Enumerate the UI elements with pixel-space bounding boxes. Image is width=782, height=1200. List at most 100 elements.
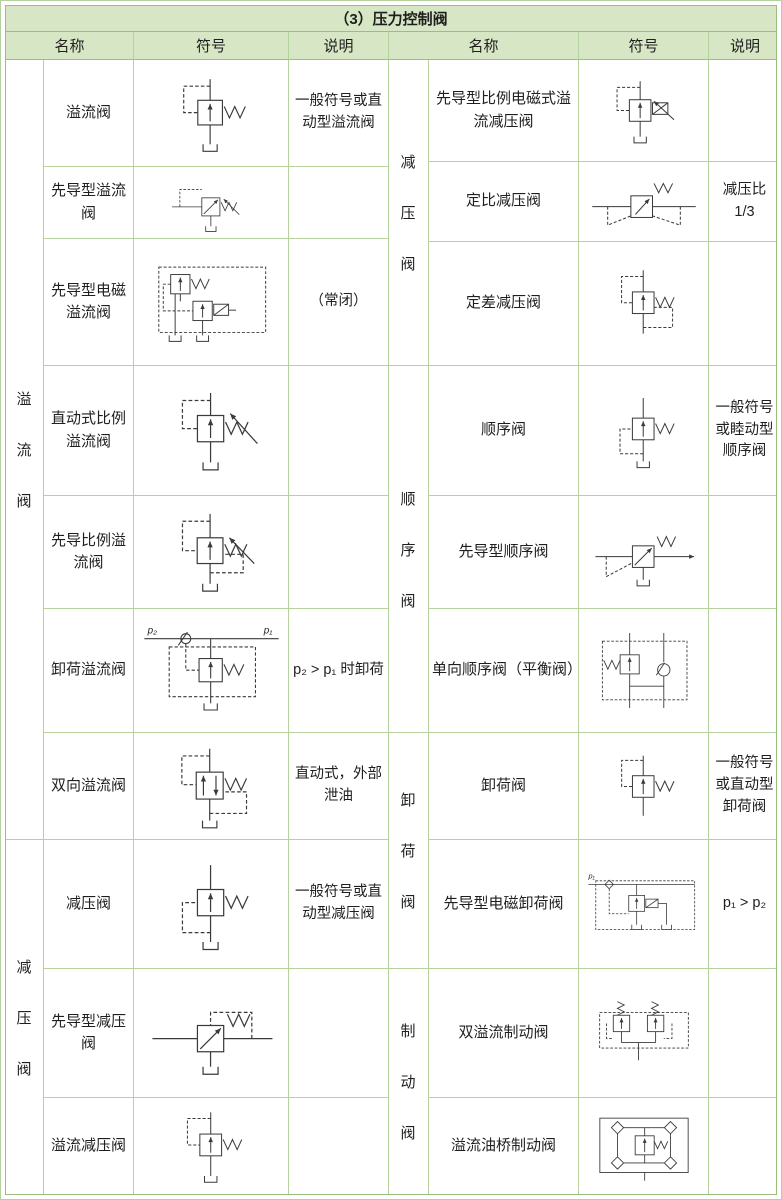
symbol-cell (134, 840, 289, 969)
category-char: 制 (400, 1023, 417, 1040)
valve-name: 双向溢流阀 (44, 733, 134, 840)
category-char: 卸 (400, 792, 417, 809)
category-cell-left-0: 溢流阀 (6, 60, 44, 840)
category-cell-left-1: 减压阀 (6, 840, 44, 1194)
symbol-cell (579, 1098, 709, 1194)
valve-desc: 一般符号或直动型减压阀 (289, 840, 389, 969)
svg-text:p₁: p₁ (262, 625, 272, 636)
reducing-pilot-icon (151, 1011, 272, 1075)
category-char: 荷 (400, 843, 417, 860)
symbol-cell (579, 162, 709, 242)
header-desc-left: 说明 (289, 32, 389, 60)
valve-name: 先导型比例电磁式溢流减压阀 (429, 60, 579, 162)
symbol-cell (134, 167, 289, 239)
category-cell-right-0: 减压阀 (389, 60, 429, 366)
valve-name: 定差减压阀 (429, 242, 579, 366)
relief-reducing-icon (186, 1111, 242, 1183)
relief-solenoid-icon (157, 266, 266, 342)
symbol-cell (579, 60, 709, 162)
valve-name: 先导型电磁溢流阀 (44, 239, 134, 366)
valve-desc: （常闭） (289, 239, 389, 366)
fixed-differential-reducing-icon (620, 270, 675, 334)
category-char: 减 (400, 154, 417, 171)
relief-proportional-pilot-icon (181, 513, 255, 592)
category-char: 阀 (400, 894, 417, 911)
valve-name: 卸荷溢流阀 (44, 609, 134, 733)
unloading-direct-icon (620, 755, 674, 816)
category-char: 动 (400, 1074, 417, 1091)
symbol-cell (134, 1098, 289, 1194)
symbol-cell: p₂ p₁ (134, 609, 289, 733)
category-cell-right-2: 卸荷阀 (389, 733, 429, 969)
category-char: 减 (16, 958, 33, 976)
fixed-ratio-reducing-icon (591, 181, 696, 226)
valve-name: 溢流减压阀 (44, 1098, 134, 1194)
sequence-direct-icon (619, 398, 675, 469)
valve-desc: 一般符号或直动型卸荷阀 (709, 733, 776, 840)
valve-name: 定比减压阀 (429, 162, 579, 242)
valve-desc (289, 366, 389, 496)
category-cell-right-1: 顺序阀 (389, 366, 429, 733)
reducing-direct-icon (181, 864, 249, 950)
relief-proportional-direct-icon (181, 393, 258, 471)
valve-desc (289, 969, 389, 1098)
header-symbol-right: 符号 (579, 32, 709, 60)
table-header: 名称 符号 说明 名称 符号 说明 (6, 32, 776, 60)
valve-desc (709, 242, 776, 366)
valve-name: 顺序阀 (429, 366, 579, 496)
valve-name: 卸荷阀 (429, 733, 579, 840)
one-way-sequence-icon (601, 632, 687, 709)
symbol-cell (134, 60, 289, 167)
valve-name: 溢流油桥制动阀 (429, 1098, 579, 1194)
svg-text:p₂: p₂ (146, 625, 157, 636)
symbol-cell (579, 242, 709, 366)
symbol-cell (579, 366, 709, 496)
symbol-cell (579, 969, 709, 1098)
svg-text:p₁: p₁ (587, 871, 595, 880)
valve-desc (709, 496, 776, 609)
category-char: 阀 (400, 592, 417, 610)
category-char: 序 (400, 541, 417, 559)
table-body: 溢流阀减压阀溢流阀一般符号或直动型溢流阀先导型溢流阀先导型电磁溢流阀（常闭）直动… (6, 60, 776, 1194)
valve-table: （3）压力控制阀 名称 符号 说明 名称 符号 说明 溢流阀减压阀溢流阀一般符号… (5, 5, 777, 1195)
relief-direct-icon (183, 78, 246, 152)
symbol-cell (134, 239, 289, 366)
valve-desc (289, 167, 389, 239)
header-name-left: 名称 (6, 32, 134, 60)
valve-desc: 直动式，外部泄油 (289, 733, 389, 840)
valve-name: 双溢流制动阀 (429, 969, 579, 1098)
valve-desc (709, 60, 776, 162)
symbol-cell (134, 496, 289, 609)
symbol-cell: p₁ (579, 840, 709, 969)
double-relief-brake-icon (598, 1001, 689, 1061)
relief-bridge-brake-icon (598, 1117, 689, 1181)
valve-name: 溢流阀 (44, 60, 134, 167)
proportional-solenoid-relief-reducing-icon (616, 81, 674, 144)
category-char: 阀 (16, 1060, 33, 1078)
unloading-relief-icon: p₂ p₁ (143, 625, 279, 711)
symbol-cell (579, 496, 709, 609)
header-name-right: 名称 (389, 32, 579, 60)
category-char: 阀 (400, 1125, 417, 1142)
sequence-pilot-icon (594, 535, 694, 587)
valve-desc: 一般符号或睦动型顺序阀 (709, 366, 776, 496)
category-char: 压 (16, 1009, 33, 1027)
valve-name: 先导型减压阀 (44, 969, 134, 1098)
valve-name: 减压阀 (44, 840, 134, 969)
valve-desc: p₂ > p₁ 时卸荷 (289, 609, 389, 733)
valve-desc: p₁ > p₂ (709, 840, 776, 969)
valve-desc (709, 1098, 776, 1194)
category-char: 溢 (16, 391, 33, 408)
left-table: 溢流阀减压阀溢流阀一般符号或直动型溢流阀先导型溢流阀先导型电磁溢流阀（常闭）直动… (6, 60, 389, 1194)
valve-desc (709, 609, 776, 733)
symbol-cell (134, 969, 289, 1098)
solenoid-unloading-icon: p₁ (587, 871, 695, 931)
category-cell-right-3: 制动阀 (389, 969, 429, 1194)
symbol-cell (134, 733, 289, 840)
valve-desc (289, 1098, 389, 1194)
valve-name: 先导比例溢流阀 (44, 496, 134, 609)
header-symbol-left: 符号 (134, 32, 289, 60)
valve-name: 先导型顺序阀 (429, 496, 579, 609)
